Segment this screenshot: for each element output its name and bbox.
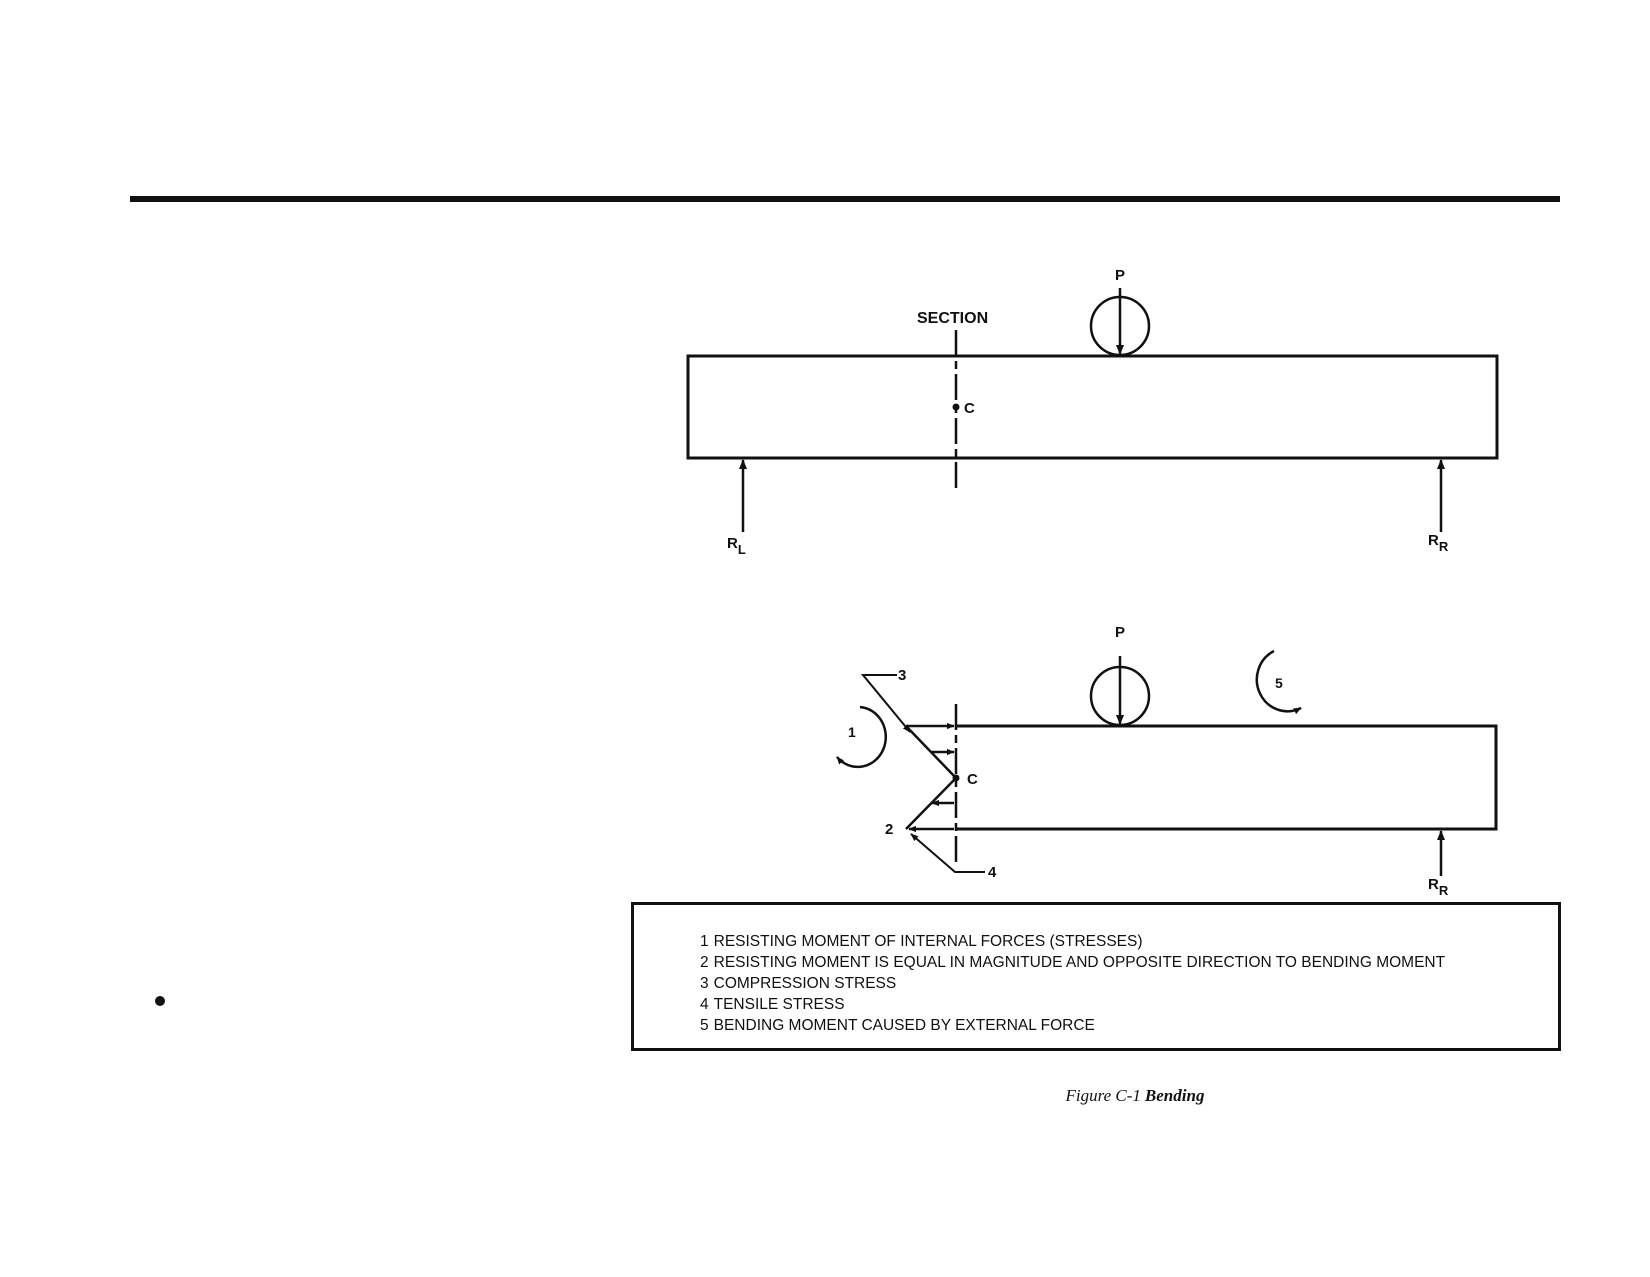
top-rule [130, 196, 1560, 202]
moment-5-arc [1255, 649, 1302, 715]
legend-number: 3 [700, 975, 709, 992]
legend-number: 4 [700, 996, 709, 1013]
stress-distribution [905, 725, 958, 830]
top-point-c-dot [952, 403, 960, 411]
bullet-dot [155, 996, 165, 1006]
bottom-point-c-label: C [967, 771, 978, 788]
top-left-reaction-label: RL [727, 535, 746, 557]
top-beam-diagram: SECTION C P RL RR [686, 267, 1499, 557]
top-beam [686, 354, 1499, 460]
caption-title: Bending [1144, 1086, 1205, 1105]
caption-prefix: Figure C-1 [1065, 1086, 1141, 1105]
legend-text: RESISTING MOMENT OF INTERNAL FORCES (STR… [713, 933, 1143, 950]
callout-3-leader [860, 674, 911, 733]
moment-1-arc [836, 705, 888, 769]
legend-number: 1 [700, 933, 709, 950]
bottom-beam-diagram: C 3 4 2 1 5 P RR [836, 624, 1498, 898]
legend-text: COMPRESSION STRESS [713, 975, 897, 992]
bottom-beam-outline [956, 724, 1498, 831]
legend-text: RESISTING MOMENT IS EQUAL IN MAGNITUDE A… [713, 954, 1446, 971]
legend-number: 5 [700, 1017, 709, 1034]
top-load-label: P [1115, 267, 1125, 284]
callout-3-label: 3 [898, 667, 906, 684]
callout-4-label: 4 [988, 864, 997, 881]
callout-2-label: 2 [885, 821, 893, 838]
bottom-right-reaction-label: RR [1428, 876, 1449, 898]
top-section-label: SECTION [917, 310, 988, 327]
bottom-load-label: P [1115, 624, 1125, 641]
top-right-reaction-label: RR [1428, 532, 1449, 554]
top-point-c-label: C [964, 400, 975, 417]
legend-number: 2 [700, 954, 709, 971]
callout-4-leader [910, 833, 985, 873]
legend-text: BENDING MOMENT CAUSED BY EXTERNAL FORCE [713, 1017, 1095, 1034]
moment-5-label: 5 [1275, 675, 1283, 691]
legend-text: TENSILE STRESS [713, 996, 845, 1013]
moment-1-label: 1 [848, 724, 856, 740]
